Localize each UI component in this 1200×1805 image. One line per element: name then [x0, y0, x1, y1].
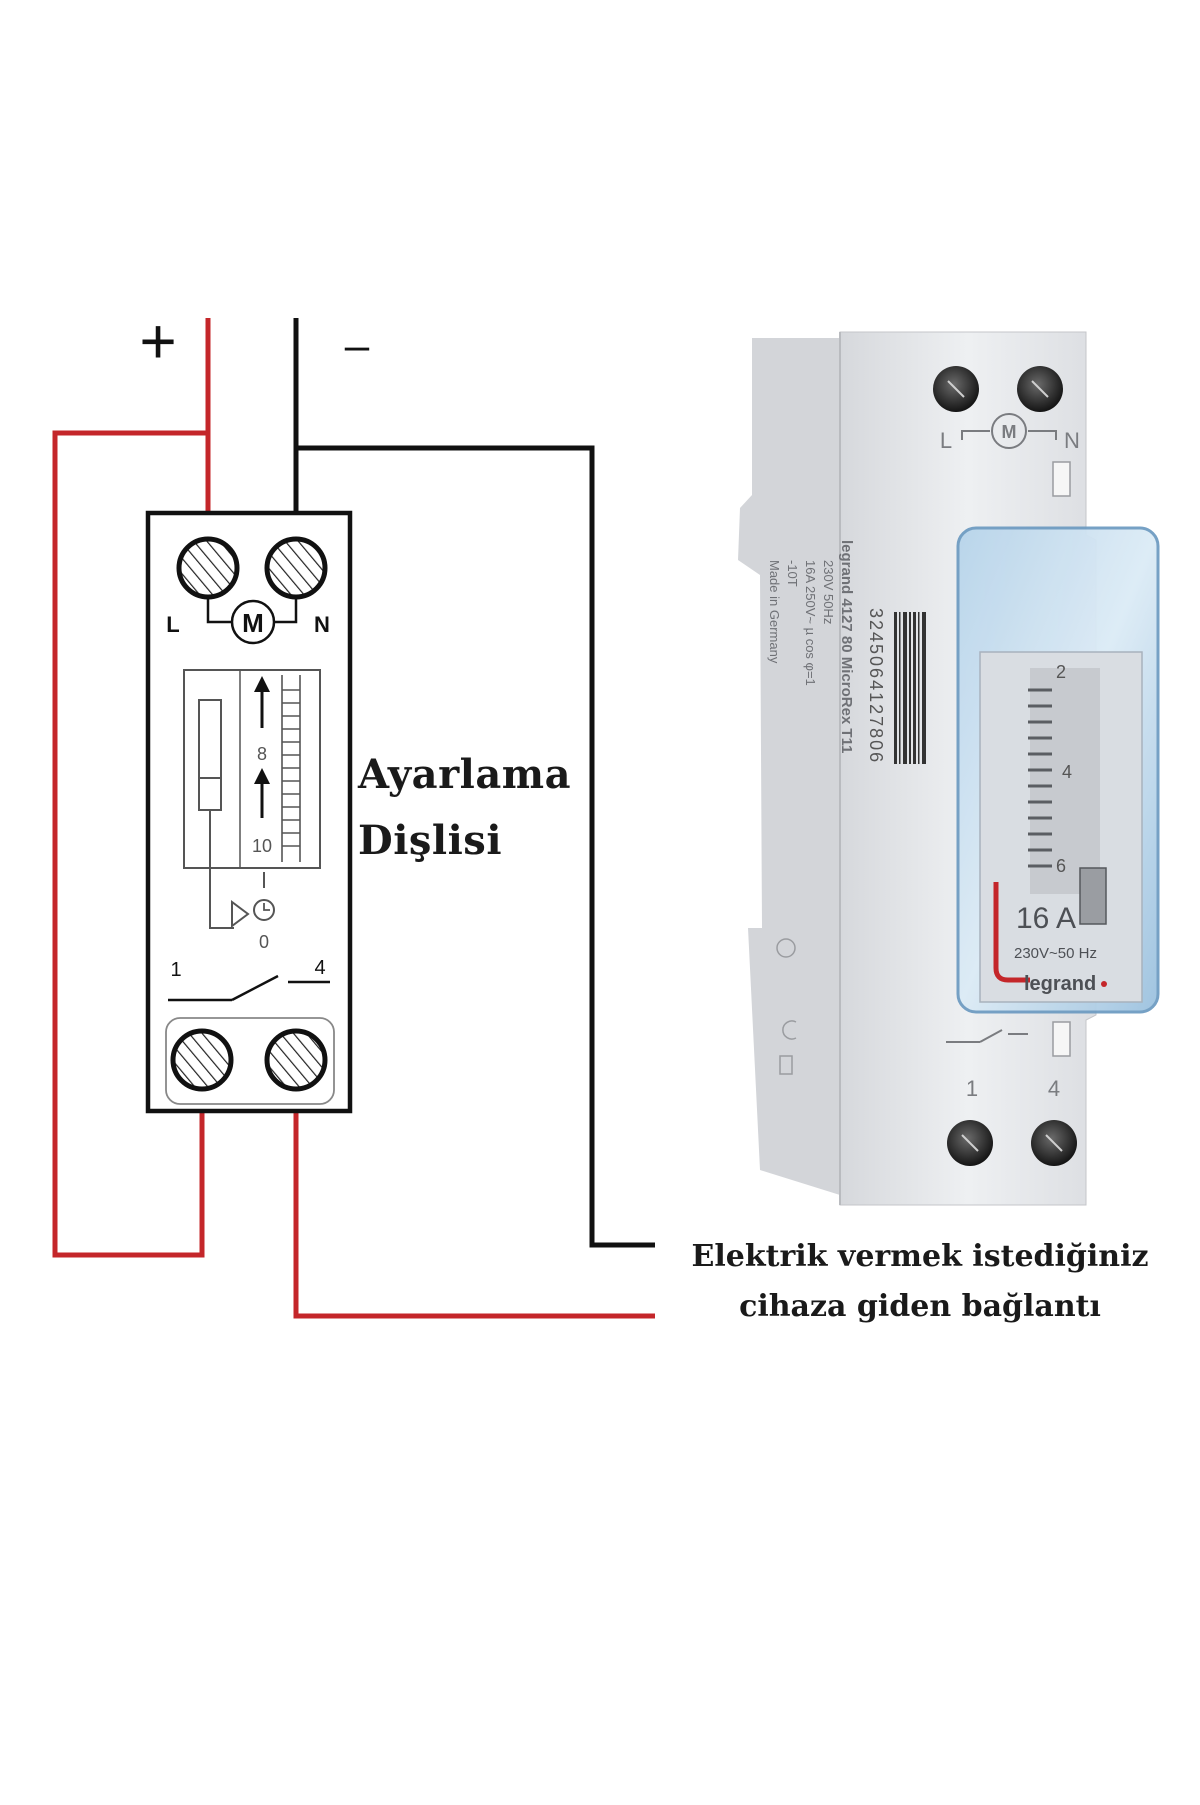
caption-backdrop — [655, 1220, 1200, 1350]
dial-number: 4 — [1062, 762, 1072, 782]
device-motor-label: M — [1002, 422, 1017, 442]
setting-gear-segments — [1028, 688, 1052, 868]
terminal-n-screw — [264, 536, 328, 600]
arrow-up-icon — [254, 768, 270, 818]
switch-contact-blade — [231, 974, 279, 1002]
side-print-line: 230V 50Hz — [821, 560, 836, 624]
timer-device-photo: L N M legrand 4127 80 MicroRex T11 230V … — [738, 331, 1160, 1206]
side-mark-icon — [776, 938, 796, 958]
device-switch-4-label: 4 — [1048, 1076, 1060, 1101]
minus-sign: – — [345, 321, 370, 370]
side-print-line: Made in Germany — [767, 560, 782, 664]
side-print-line: legrand 4127 80 MicroRex T11 — [838, 540, 855, 753]
gear-teeth — [281, 675, 301, 862]
device-side-panel — [738, 338, 840, 1195]
side-mark-icon — [779, 1055, 793, 1075]
terminal-l-screw — [176, 536, 240, 600]
device-motor-link — [1028, 430, 1057, 440]
screw-slot — [1045, 1134, 1063, 1152]
device-annotation-line-1: Elektrik vermek istediğiniz — [691, 1239, 1149, 1274]
motor-symbol — [230, 599, 276, 645]
terminal-n-label: N — [314, 612, 330, 637]
terminal-l-label: L — [166, 612, 179, 637]
gear-annotation: Ayarlama Dişlisi — [358, 742, 571, 874]
device-rating: 16 A — [1016, 902, 1076, 935]
screw-slot — [961, 1134, 979, 1152]
terminal-1-screw — [170, 1028, 234, 1092]
plus-sign: + — [139, 305, 176, 377]
motor-label: M — [242, 608, 264, 638]
gear-annotation-line-2: Dişlisi — [358, 817, 503, 864]
red-wire-to-terminal-1 — [52, 430, 208, 1258]
device-n-label: N — [1064, 428, 1080, 453]
gear-annotation-line-1: Ayarlama — [358, 751, 572, 798]
override-line — [209, 810, 234, 929]
terminal-4-screw — [264, 1028, 328, 1092]
switch-4-label: 4 — [314, 957, 325, 979]
red-bracket — [993, 882, 1030, 983]
device-motor-link — [961, 430, 990, 440]
barcode — [894, 612, 926, 764]
device-side-print: legrand 4127 80 MicroRex T11 230V 50Hz 1… — [767, 540, 855, 753]
motor-link-left — [206, 597, 232, 624]
dial-mark-10: 10 — [252, 836, 272, 856]
side-print-line: 16A 250V~ µ cos φ=1 — [803, 560, 818, 686]
brand-dot — [1101, 981, 1107, 987]
device-connection-annotation: Elektrik vermek istediğiniz cihaza giden… — [640, 1232, 1200, 1332]
device-switch-blade — [979, 1029, 1003, 1043]
black-wire-to-load — [296, 445, 655, 1248]
motor-link-right — [274, 597, 298, 624]
arrow-up-icon — [254, 676, 270, 728]
dial-mark-8: 8 — [257, 744, 267, 764]
slider-track — [198, 699, 222, 811]
timer-schematic: M L N — [145, 510, 353, 1114]
triangle-icon — [231, 900, 250, 928]
side-print-line: -10T — [785, 560, 800, 587]
dial-number: 6 — [1056, 856, 1066, 876]
ce-mark-icon — [782, 1020, 797, 1040]
red-wire-to-load — [293, 1080, 655, 1319]
screw-slot — [947, 380, 965, 398]
device-indicator-slot — [1052, 1021, 1071, 1057]
switch-1-label: 1 — [170, 959, 181, 981]
override-switch[interactable] — [1079, 867, 1107, 925]
device-annotation-line-2: cihaza giden bağlantı — [739, 1289, 1101, 1324]
device-motor-symbol — [991, 413, 1027, 449]
barcode-number: 3245064127806 — [866, 608, 886, 764]
device-brand-logo: legrand — [1024, 973, 1096, 995]
device-l-label: L — [940, 428, 952, 453]
clock-hands — [263, 903, 270, 911]
dial-zero-label: 0 — [259, 932, 269, 952]
device-voltage: 230V~50 Hz — [1014, 945, 1097, 962]
dial-number: 2 — [1056, 662, 1066, 682]
device-switch-1-label: 1 — [966, 1076, 978, 1101]
wires — [52, 318, 655, 1319]
device-indicator-slot — [1052, 461, 1071, 497]
screw-slot — [1031, 380, 1049, 398]
